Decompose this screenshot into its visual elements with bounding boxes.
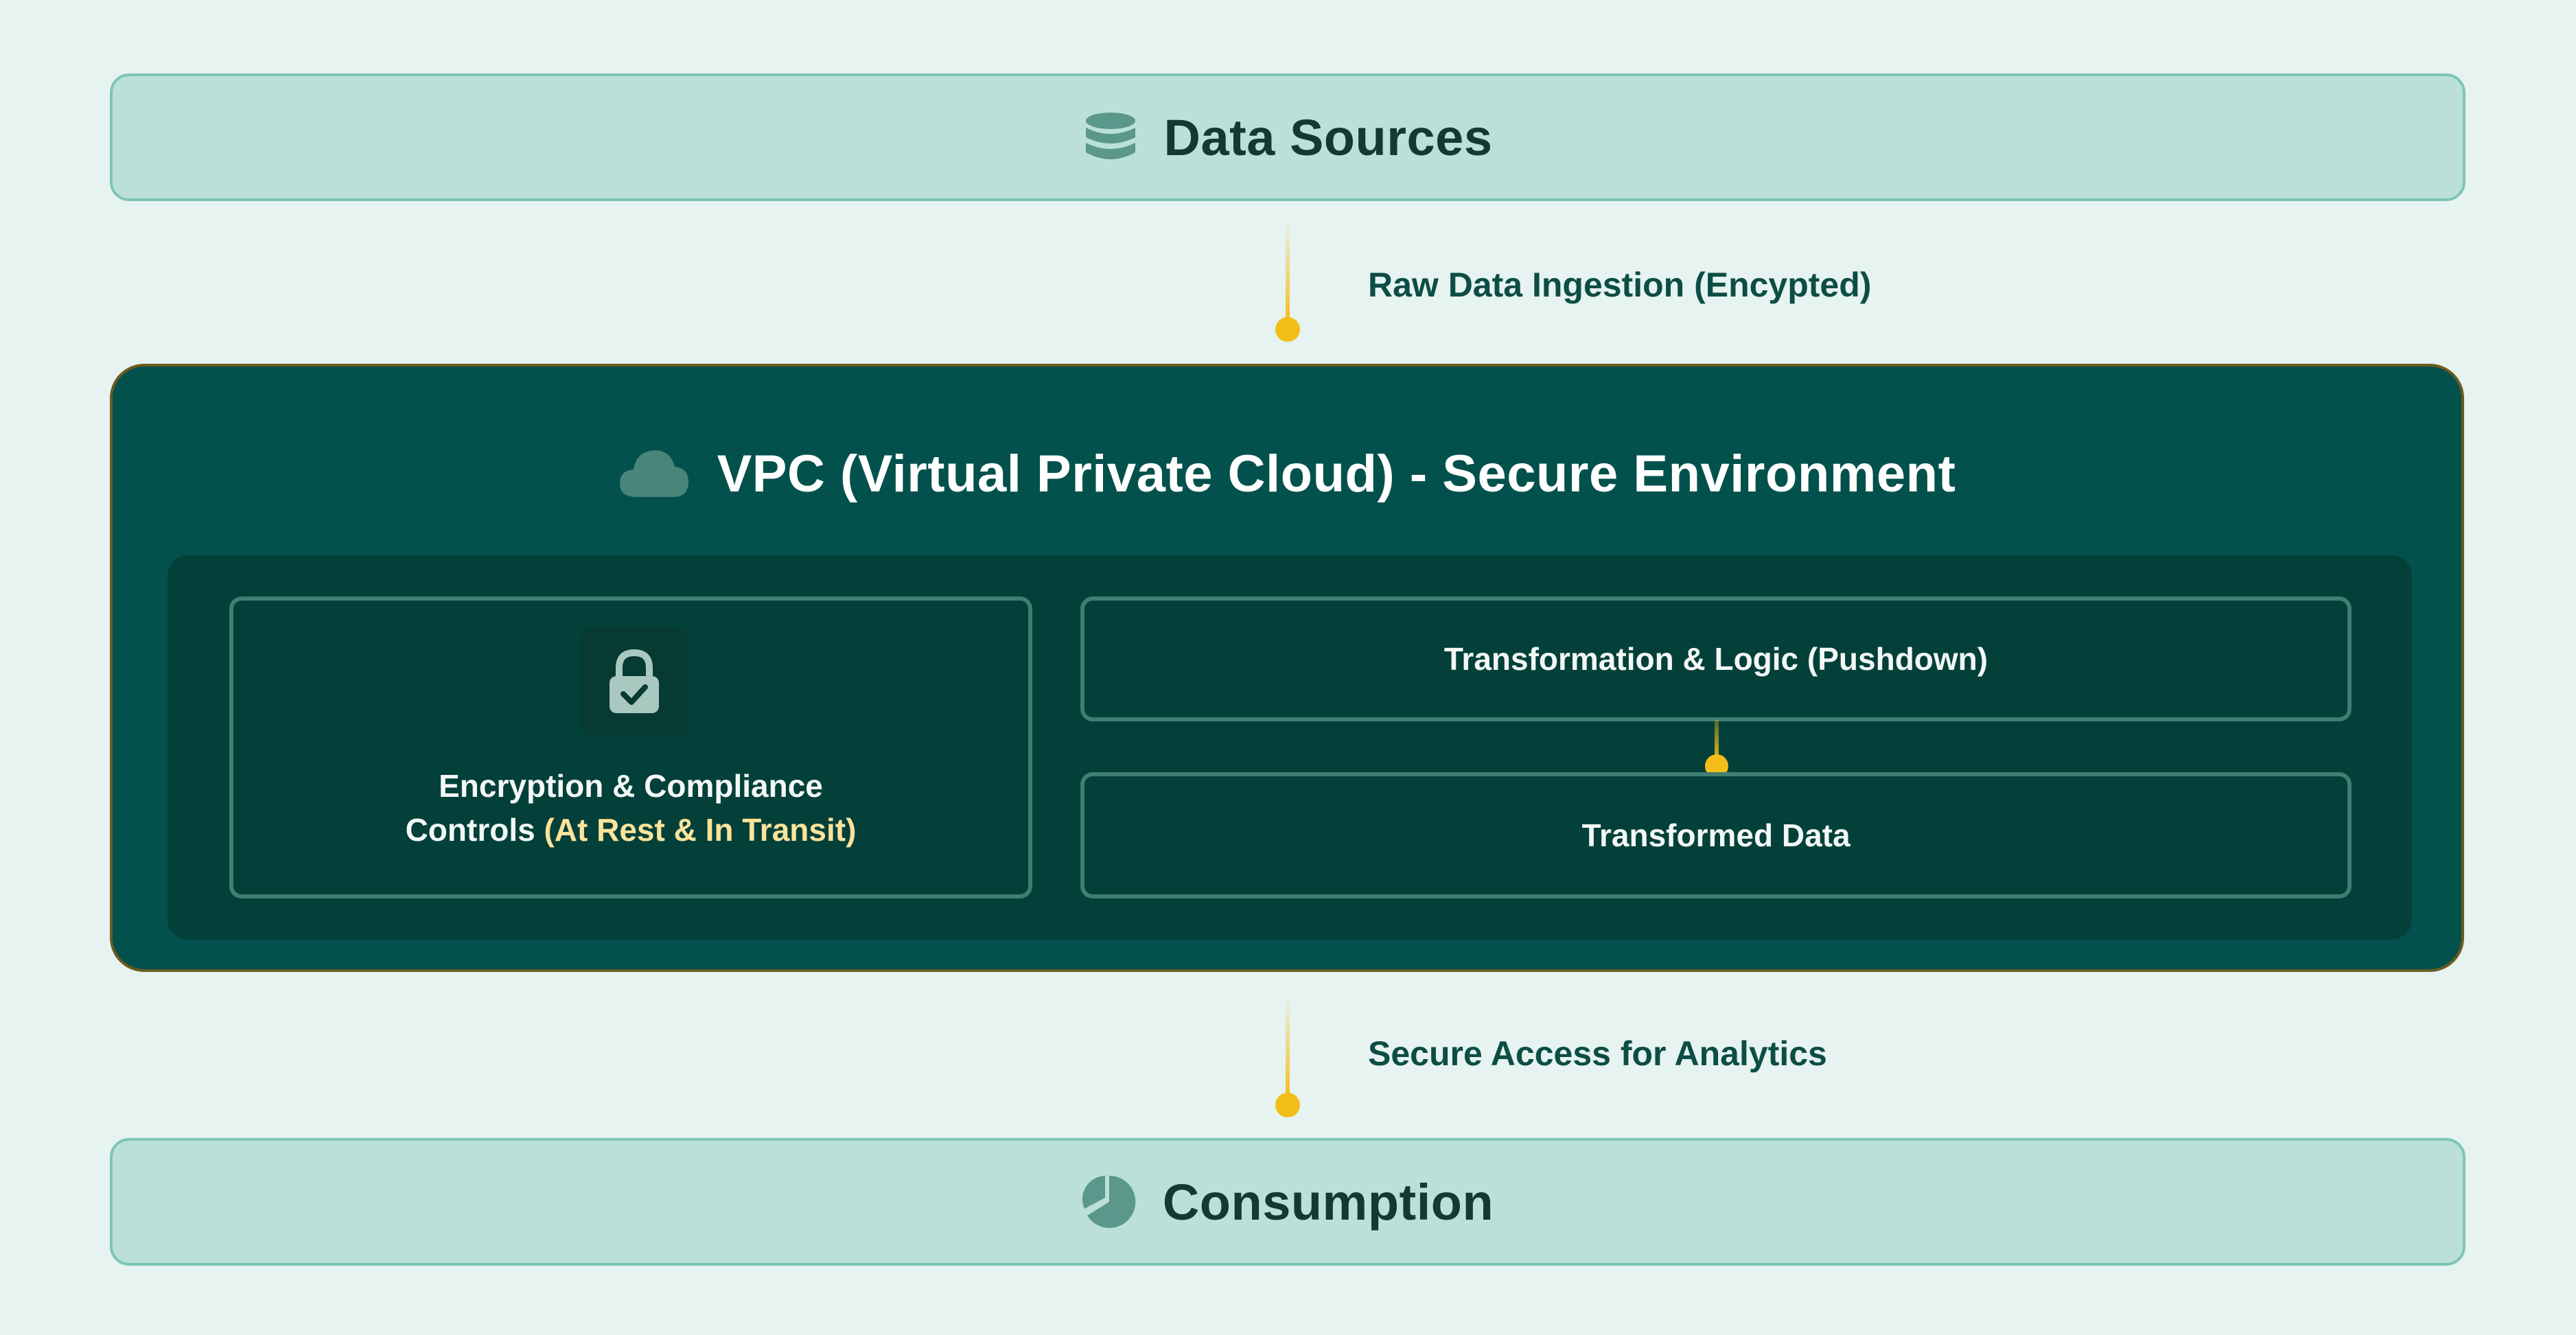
access-connector (1275, 995, 1300, 1117)
encryption-label: Encryption & Compliance Controls (At Res… (233, 764, 1028, 852)
encryption-line2: Controls (At Rest & In Transit) (233, 808, 1028, 852)
encryption-line1: Encryption & Compliance (439, 768, 823, 804)
transformation-card: Transformation & Logic (Pushdown) (1080, 596, 2352, 721)
lock-check-icon (581, 628, 688, 735)
vpc-header: VPC (Virtual Private Cloud) - Secure Env… (113, 432, 2461, 515)
cloud-icon (618, 445, 690, 503)
data-sources-band: Data Sources (110, 73, 2465, 201)
vpc-container: VPC (Virtual Private Cloud) - Secure Env… (110, 364, 2464, 972)
database-icon (1083, 110, 1138, 165)
transform-connector (1705, 720, 1728, 778)
consumption-band: Consumption (110, 1138, 2465, 1266)
vpc-title: VPC (Virtual Private Cloud) - Secure Env… (717, 444, 1956, 503)
access-label: Secure Access for Analytics (1368, 1034, 1827, 1073)
data-sources-title: Data Sources (1163, 108, 1493, 166)
consumption-title: Consumption (1162, 1173, 1494, 1231)
pie-chart-icon (1082, 1174, 1137, 1229)
encryption-highlight: (At Rest & In Transit) (544, 812, 857, 848)
ingestion-connector (1275, 220, 1300, 342)
ingestion-label: Raw Data Ingestion (Encypted) (1368, 266, 1872, 304)
encryption-line2-prefix: Controls (405, 812, 544, 848)
encryption-card: Encryption & Compliance Controls (At Res… (229, 596, 1032, 898)
vpc-inner-panel: Encryption & Compliance Controls (At Res… (167, 555, 2412, 940)
transformed-data-label: Transformed Data (1581, 817, 1850, 853)
transformation-label: Transformation & Logic (Pushdown) (1443, 641, 1988, 677)
transformed-data-card: Transformed Data (1080, 772, 2352, 898)
